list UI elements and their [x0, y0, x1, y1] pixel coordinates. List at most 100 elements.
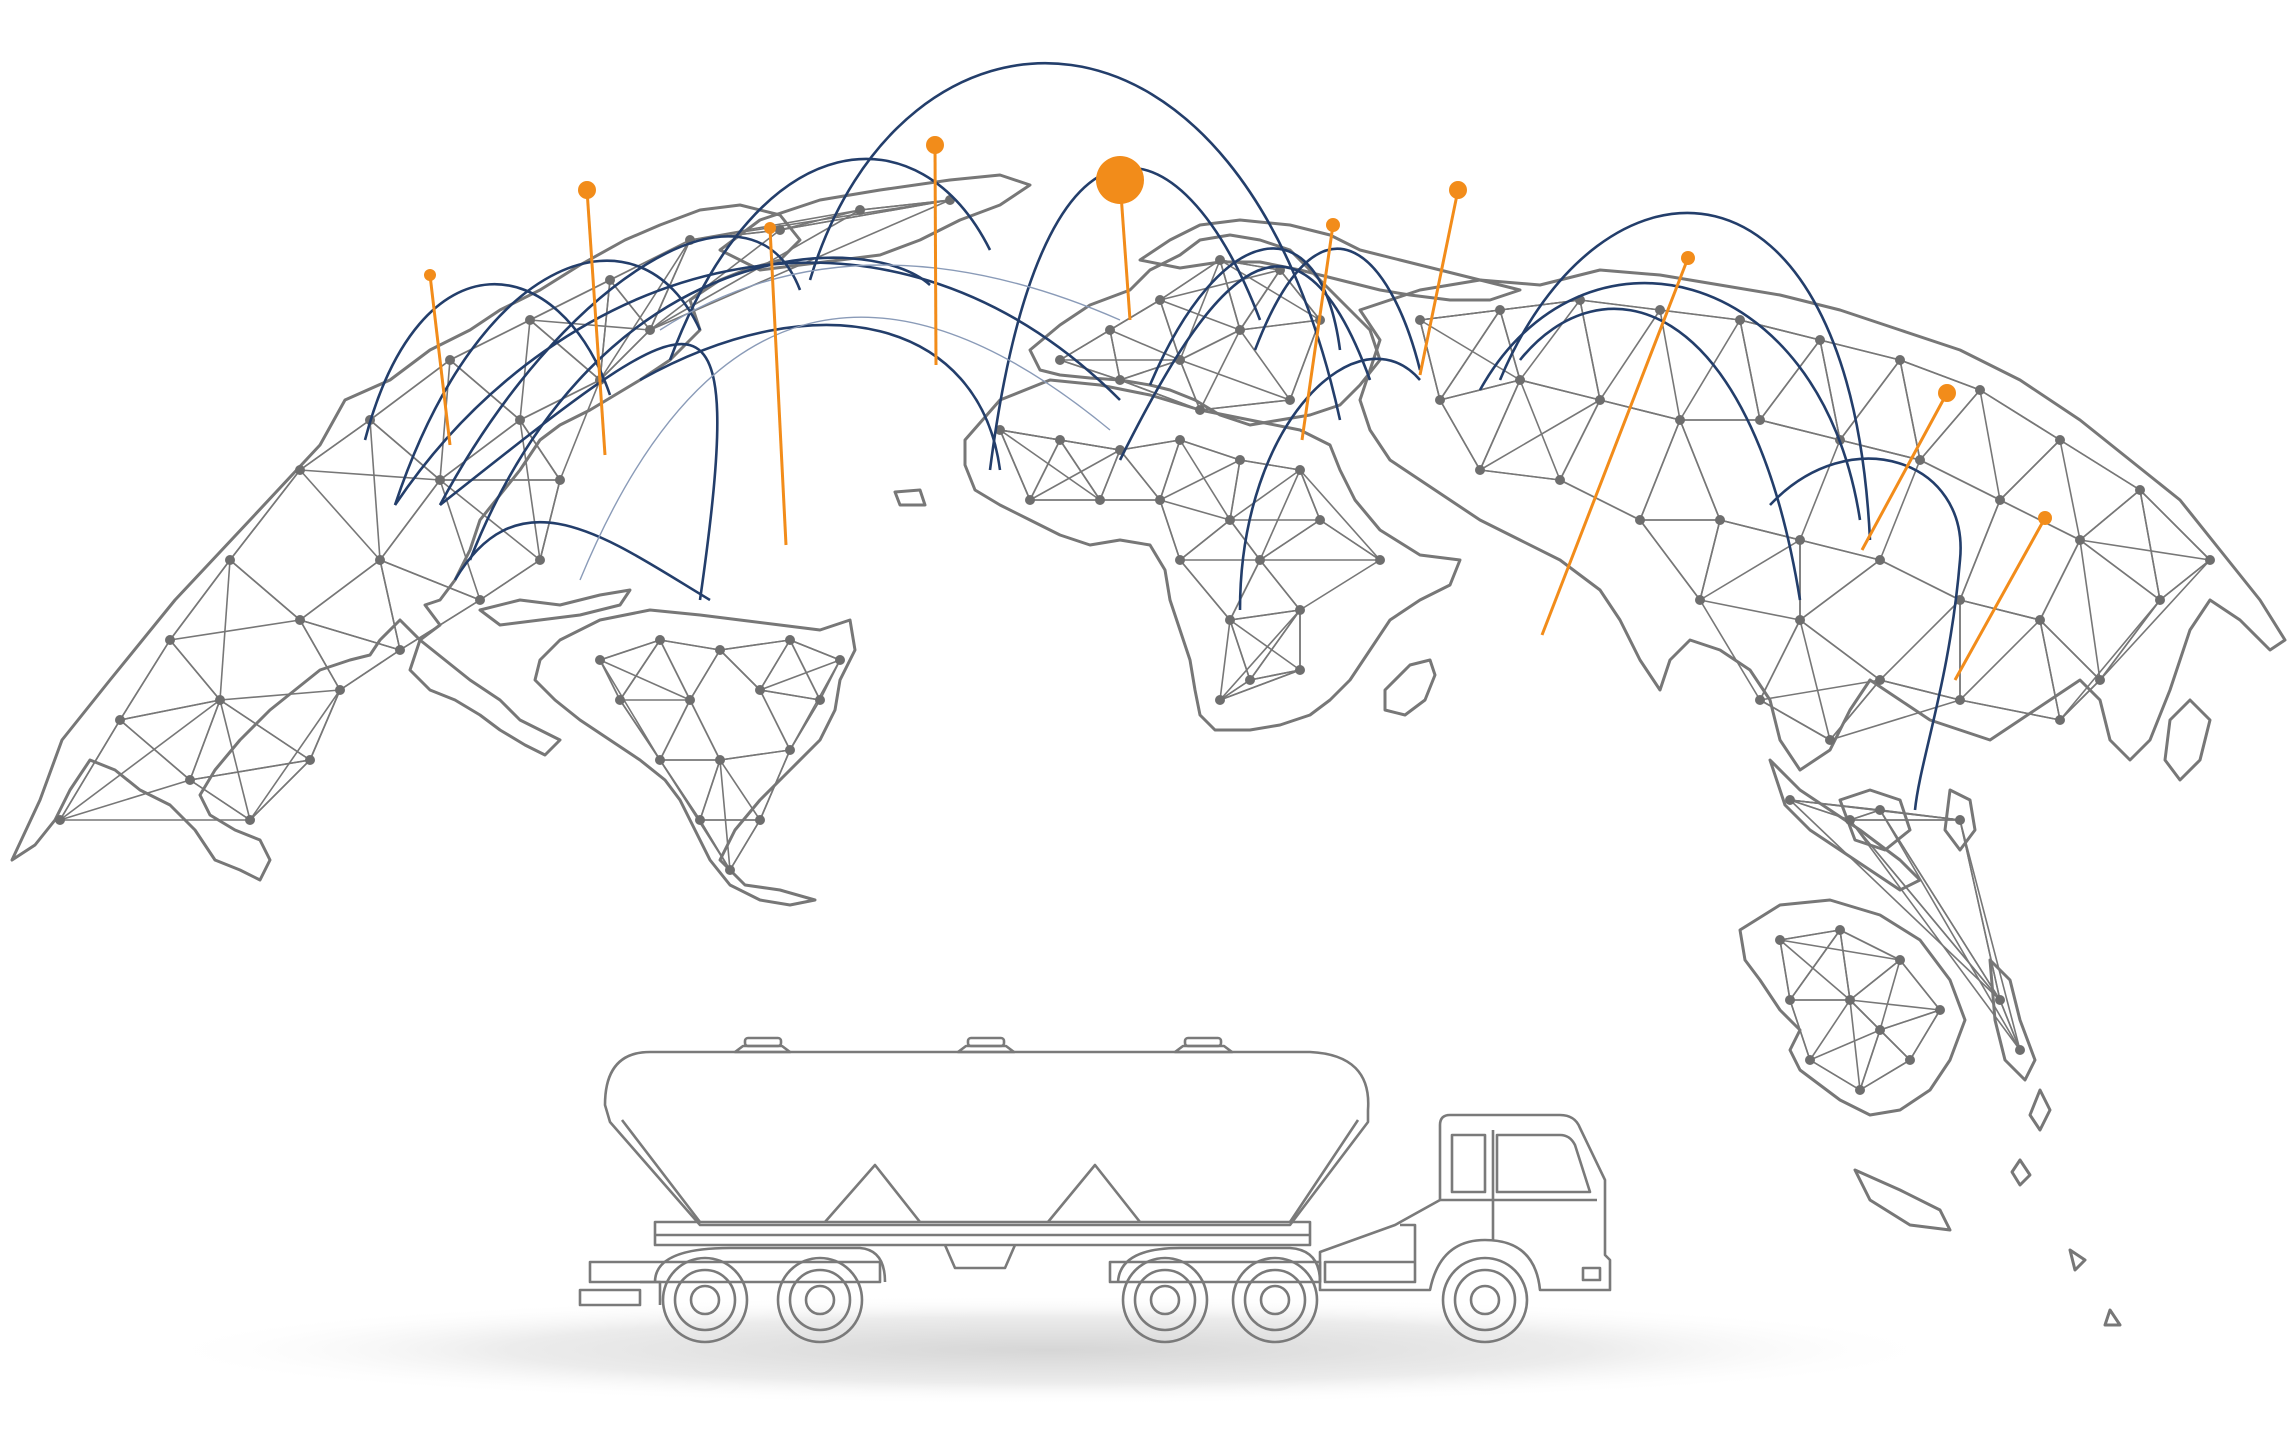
mesh-link [1759, 619, 1801, 701]
mesh-node [1755, 695, 1765, 705]
mesh-node [1495, 305, 1505, 315]
mesh-link [1599, 399, 1681, 421]
mesh-link [689, 699, 721, 761]
mesh-node [225, 555, 235, 565]
mesh-node [245, 815, 255, 825]
mesh-link [1029, 439, 1061, 501]
new-zealand [1988, 958, 2037, 1082]
mesh-node [2035, 615, 2045, 625]
mesh-link [169, 619, 301, 641]
mesh-link [1659, 309, 1681, 421]
mesh-node [295, 465, 305, 475]
mesh-link [1849, 999, 1941, 1011]
mesh-link [1159, 499, 1231, 521]
mesh-link [1799, 619, 1831, 741]
mesh-link [659, 639, 721, 651]
mesh-node [1175, 435, 1185, 445]
mesh-node [535, 555, 545, 565]
mesh-link [1799, 439, 1841, 541]
mesh-link [529, 319, 651, 331]
truck-cab [1318, 1113, 1612, 1292]
mesh-link [1439, 309, 1501, 401]
mesh-node [685, 695, 695, 705]
mudguard [1116, 1246, 1322, 1283]
mesh-link [1999, 439, 2061, 501]
mesh-node [1675, 415, 1685, 425]
mesh-link [789, 639, 841, 661]
mesh-link [2039, 539, 2081, 621]
mesh-link [599, 639, 661, 661]
mesh-link [759, 689, 791, 751]
mesh-link [1239, 459, 1301, 471]
mesh-link [369, 419, 441, 481]
route-arc-faint [579, 316, 1111, 581]
route-arc-faint [659, 264, 1121, 331]
mesh-link [229, 469, 301, 561]
mesh-link [299, 559, 381, 621]
mesh-link [1259, 559, 1301, 611]
mesh-link [249, 689, 341, 821]
africa [963, 378, 1462, 732]
mesh-node [1775, 935, 1785, 945]
mesh-link [1059, 439, 1101, 501]
mesh-link [1319, 519, 1381, 561]
cab-step [1581, 1266, 1602, 1282]
mesh-link [1179, 439, 1241, 461]
mesh-link [659, 699, 691, 761]
mesh-node [605, 275, 615, 285]
tank-hatch [1173, 1036, 1234, 1054]
mesh-link [759, 659, 841, 691]
mesh-link [1899, 359, 1921, 461]
mesh-link [789, 639, 821, 701]
mesh-link [1219, 619, 1231, 701]
mesh-link [1899, 359, 1981, 391]
mesh-link [1179, 359, 1291, 401]
silo-tank [603, 1050, 1370, 1227]
mesh-node [375, 555, 385, 565]
mesh-link [519, 419, 541, 561]
mesh-link [1779, 939, 1901, 961]
mesh-node [2155, 595, 2165, 605]
location-pin-icon [1540, 251, 1695, 636]
mesh-link [1229, 609, 1301, 621]
mesh-link [1119, 439, 1181, 451]
mesh-node [1935, 1005, 1945, 1015]
mesh-link [1519, 299, 1581, 381]
mesh-link [2039, 619, 2101, 681]
mesh-link [599, 279, 611, 381]
mesh-link [1259, 519, 1321, 561]
mesh-link [59, 699, 221, 821]
mesh-link [1799, 539, 1881, 561]
mesh-link [379, 559, 481, 601]
mesh-link [1219, 609, 1301, 701]
mesh-link [1219, 669, 1301, 701]
mesh-link [1819, 339, 1841, 441]
mesh-node [2135, 485, 2145, 495]
mesh-link [1059, 439, 1121, 451]
mesh-node [1225, 615, 1235, 625]
mesh-node [1995, 495, 2005, 505]
mesh-link [399, 599, 481, 651]
mesh-link [619, 639, 661, 701]
greenland [718, 173, 1032, 272]
tank-inner-line [620, 1119, 1360, 1223]
location-pin-icon [1418, 181, 1467, 376]
mesh-link [299, 469, 381, 561]
mesh-node [2075, 535, 2085, 545]
route-arc [393, 261, 1121, 506]
mesh-link [299, 469, 441, 481]
mesh-link [1789, 799, 2001, 1001]
mesh-link [1999, 999, 2021, 1051]
mesh-node [1635, 515, 1645, 525]
mesh-link [1289, 319, 1321, 401]
pacific-island [2028, 1088, 2052, 1132]
hopper-cones [824, 1163, 1142, 1223]
mesh-node [1715, 515, 1725, 525]
pacific-island [2068, 1248, 2087, 1272]
mesh-link [759, 749, 791, 821]
mesh-link [2059, 679, 2101, 721]
mesh-node [1155, 495, 1165, 505]
mesh-link [249, 759, 311, 821]
mesh-link [1239, 319, 1321, 331]
